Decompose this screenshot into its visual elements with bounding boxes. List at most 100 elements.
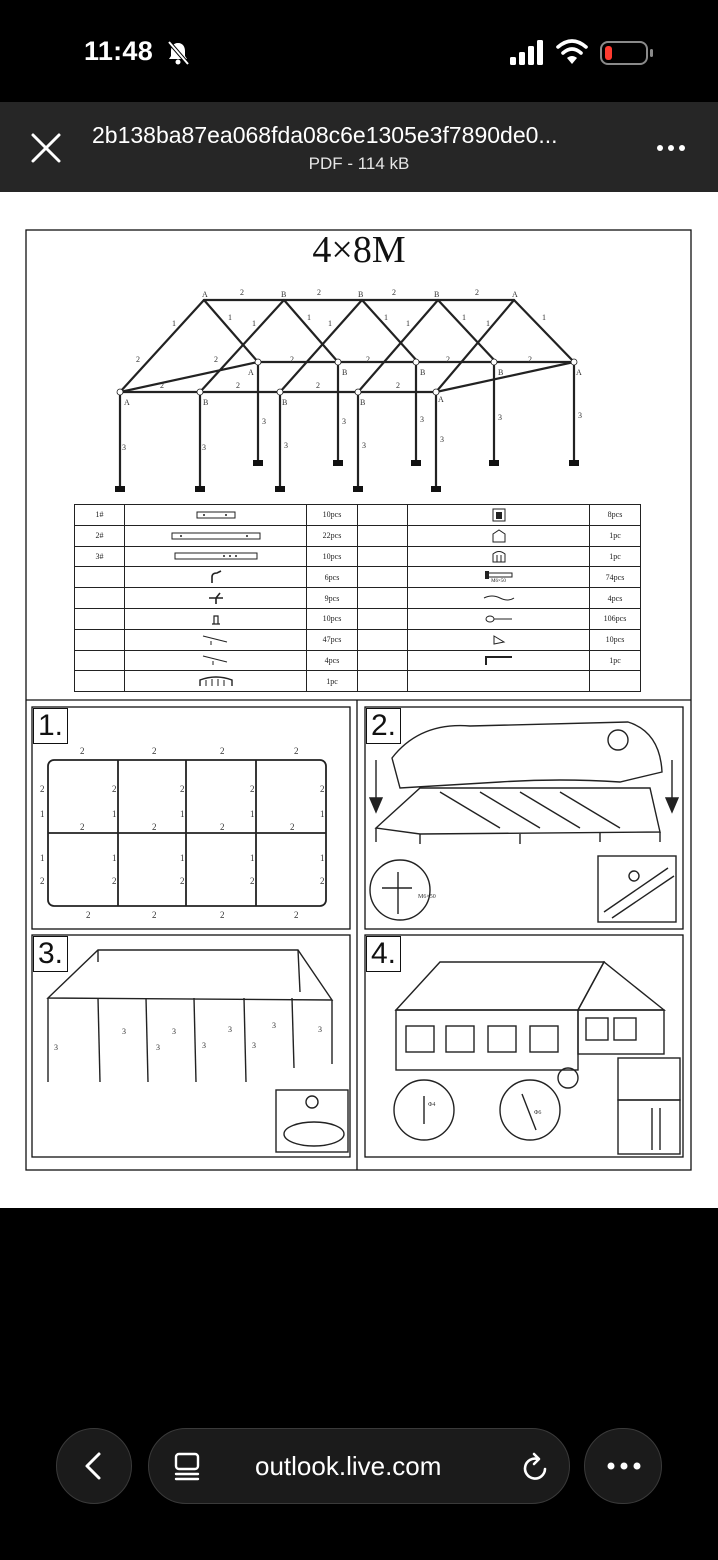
- svg-text:1: 1: [384, 313, 388, 322]
- part-picture-cell: [407, 649, 590, 672]
- svg-text:2: 2: [250, 784, 255, 794]
- svg-text:2: 2: [112, 784, 117, 794]
- svg-text:2: 2: [40, 784, 45, 794]
- part-blank-cell: [357, 670, 408, 693]
- chevron-left-icon: [85, 1452, 101, 1480]
- part-picture-cell: [407, 504, 590, 526]
- part-blank-cell: [357, 524, 408, 547]
- part-picture-cell: [124, 504, 307, 526]
- svg-text:2: 2: [392, 288, 396, 297]
- wifi-icon: [556, 39, 588, 64]
- reader-mode-icon[interactable]: [173, 1451, 201, 1481]
- part-qty-cell: 4pcs: [306, 649, 358, 672]
- part-qty-cell: 1pc: [306, 670, 358, 693]
- svg-text:2: 2: [180, 876, 185, 886]
- svg-text:1: 1: [250, 853, 255, 863]
- svg-text:1: 1: [328, 319, 332, 328]
- part-blank-cell: [357, 587, 408, 609]
- part-picture-cell: [124, 566, 307, 589]
- peg-diameter-6-label: Φ6: [534, 1110, 541, 1116]
- part-picture-cell: [407, 670, 590, 693]
- part-picture-cell: [124, 524, 307, 547]
- back-button[interactable]: [56, 1428, 132, 1504]
- svg-text:2: 2: [112, 876, 117, 886]
- svg-text:1: 1: [228, 313, 232, 322]
- part-qty-cell: 10pcs: [306, 545, 358, 568]
- reload-icon[interactable]: [521, 1451, 551, 1483]
- svg-text:3: 3: [318, 1025, 322, 1034]
- part-picture-cell: [407, 628, 590, 651]
- svg-text:3: 3: [362, 441, 366, 450]
- svg-text:2: 2: [236, 381, 240, 390]
- part-picture-cell: [124, 628, 307, 651]
- part-blank-cell: [357, 545, 408, 568]
- part-qty-cell: 4pcs: [589, 587, 641, 609]
- svg-text:2: 2: [240, 288, 244, 297]
- part-picture-cell: [124, 670, 307, 693]
- svg-text:2: 2: [152, 746, 157, 756]
- part-qty-cell: 1pc: [589, 649, 641, 672]
- svg-text:1: 1: [486, 319, 490, 328]
- svg-text:3: 3: [122, 1027, 126, 1036]
- svg-text:2: 2: [316, 381, 320, 390]
- svg-text:A: A: [576, 368, 582, 377]
- part-blank-cell: [357, 649, 408, 672]
- svg-text:3: 3: [440, 435, 444, 444]
- svg-text:2: 2: [290, 355, 294, 364]
- step-3-label: 3.: [33, 936, 69, 972]
- part-id-cell: [74, 628, 125, 651]
- svg-text:A: A: [512, 290, 518, 299]
- url-text: outlook.live.com: [255, 1451, 442, 1481]
- browser-menu-button[interactable]: [584, 1428, 662, 1504]
- svg-text:2: 2: [220, 822, 225, 832]
- part-id-cell: [74, 607, 125, 630]
- battery-low-icon: [600, 41, 653, 65]
- part-qty-cell: 10pcs: [306, 504, 358, 526]
- status-time: 11:48: [84, 36, 154, 66]
- svg-text:3: 3: [54, 1043, 58, 1052]
- part-qty-cell: 74pcs: [589, 566, 641, 589]
- address-bar[interactable]: outlook.live.com: [148, 1428, 570, 1504]
- svg-text:2: 2: [294, 910, 299, 920]
- part-picture-cell: [124, 649, 307, 672]
- more-options-icon[interactable]: [656, 142, 686, 154]
- svg-text:2: 2: [366, 355, 370, 364]
- svg-text:B: B: [203, 398, 208, 407]
- svg-text:2: 2: [294, 746, 299, 756]
- svg-text:3: 3: [172, 1027, 176, 1036]
- part-id-cell: [74, 566, 125, 589]
- svg-text:2: 2: [220, 746, 225, 756]
- file-viewer-header: 2b138ba87ea068fda08c6e1305e3f7890de0... …: [0, 102, 718, 192]
- svg-text:2: 2: [40, 876, 45, 886]
- svg-text:2: 2: [180, 784, 185, 794]
- svg-text:A: A: [248, 368, 254, 377]
- part-picture-cell: [407, 545, 590, 568]
- svg-text:1: 1: [406, 319, 410, 328]
- svg-text:B: B: [282, 398, 287, 407]
- svg-text:1: 1: [112, 853, 117, 863]
- part-picture-cell: [124, 587, 307, 609]
- svg-text:1: 1: [307, 313, 311, 322]
- svg-text:2: 2: [396, 381, 400, 390]
- svg-text:1: 1: [542, 313, 546, 322]
- part-id-cell: 1#: [74, 504, 125, 526]
- svg-text:1: 1: [112, 809, 117, 819]
- part-qty-cell: [589, 670, 641, 693]
- svg-text:1: 1: [462, 313, 466, 322]
- svg-text:1: 1: [320, 853, 325, 863]
- parts-row: 4pcs 1pc: [74, 649, 641, 672]
- part-qty-cell: 106pcs: [589, 607, 641, 630]
- part-picture-cell: M6×50: [407, 566, 590, 589]
- part-id-cell: 2#: [74, 524, 125, 547]
- close-icon[interactable]: [28, 130, 64, 166]
- svg-text:1: 1: [180, 809, 185, 819]
- svg-text:B: B: [281, 290, 286, 299]
- svg-text:B: B: [420, 368, 425, 377]
- part-id-cell: [74, 670, 125, 693]
- part-id-cell: [74, 649, 125, 672]
